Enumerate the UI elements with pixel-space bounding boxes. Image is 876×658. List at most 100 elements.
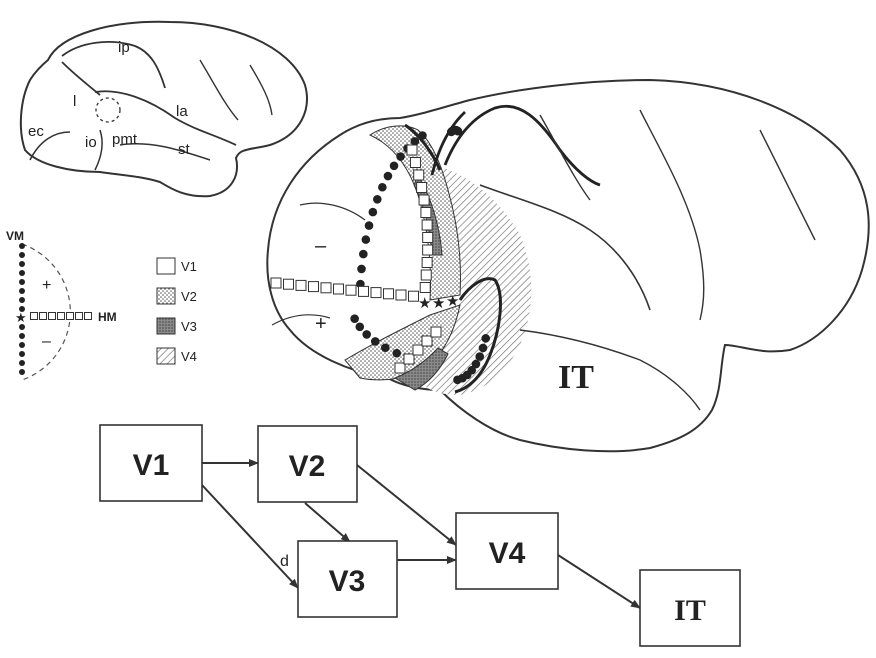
border-dot (381, 343, 390, 353)
sulcus-large-4 (759, 129, 816, 241)
vm-dot (19, 306, 25, 312)
border-dot (396, 152, 405, 161)
vm-dot (19, 342, 25, 348)
small-brain: ip l la ec io pmt st (19, 20, 308, 198)
sulcus-ip (61, 41, 166, 89)
border-square (416, 182, 428, 193)
horizontal-meridian-squares (30, 312, 92, 320)
border-square (409, 157, 421, 168)
legend-swatch-v4 (156, 347, 176, 365)
vm-dot (19, 261, 25, 267)
sulcus-la (94, 90, 237, 146)
sulcus-lip-upper (404, 123, 442, 171)
border-square (419, 282, 431, 293)
hm-square (84, 312, 92, 320)
cortex-lower-sign: + (315, 313, 327, 335)
sulcus-ec (29, 131, 71, 161)
border-square (421, 335, 433, 347)
node-v2-label: V2 (289, 450, 326, 483)
hm-square-cortex (295, 279, 307, 291)
legend-swatch-v2 (156, 287, 176, 305)
border-dot (453, 375, 462, 385)
hm-square (57, 312, 65, 320)
border-square (418, 194, 430, 206)
visual-field-diagram: VM HM + – ★ (6, 229, 117, 381)
hm-square-cortex (370, 287, 382, 299)
hm-square (66, 312, 74, 320)
sulcus-large-3 (639, 109, 705, 321)
border-dot (357, 264, 366, 274)
border-dot (373, 194, 382, 204)
node-v1-label: V1 (133, 449, 170, 482)
vm-dot (19, 333, 25, 339)
sulcus-large-1 (479, 184, 651, 311)
border-square (413, 169, 425, 181)
edge-v1-v3 (201, 484, 299, 589)
legend-label-v4: V4 (181, 349, 197, 364)
hm-square (30, 312, 38, 320)
border-square (412, 344, 424, 356)
border-dot (364, 221, 374, 230)
border-square (422, 244, 434, 256)
label-l: l (73, 93, 76, 110)
vm-dot (19, 369, 25, 375)
node-v2: V2 (257, 425, 358, 503)
border-square (420, 207, 432, 218)
hm-square (75, 312, 83, 320)
border-dot (478, 343, 488, 353)
fovea-star-icon-3: ★ (446, 293, 459, 310)
vm-dot (19, 243, 25, 249)
border-dot (355, 322, 365, 332)
sulcus-lip-lower (454, 277, 502, 394)
vm-dot (19, 297, 25, 303)
vm-dot (19, 270, 25, 276)
vm-dot (19, 288, 25, 294)
edge-label-d: d (280, 553, 289, 570)
hm-square-cortex (395, 289, 407, 301)
sulcus-large-5 (519, 329, 701, 411)
hm-square-cortex (308, 281, 319, 293)
border-dot (362, 330, 372, 339)
label-la: la (176, 103, 188, 120)
region-v4 (420, 165, 532, 395)
sulcus-sts-a (443, 105, 601, 187)
legend-label-v2: V2 (181, 289, 197, 304)
fovea-star-icon-1: ★ (418, 295, 431, 312)
visual-field-upper-sign: + (42, 277, 51, 294)
hm-square (39, 312, 47, 320)
label-ec: ec (28, 123, 44, 140)
legend-label-v1: V1 (181, 259, 197, 274)
fovea-star-icon: ★ (15, 310, 27, 325)
hm-square-cortex (333, 283, 344, 295)
legend-swatch-v1 (156, 257, 176, 275)
hm-square (48, 312, 56, 320)
border-dot (378, 182, 387, 192)
node-v4-label: V4 (489, 537, 526, 570)
visual-field-lower-sign: – (42, 333, 51, 350)
flow-diagram: d V1 V2 V3 V4 IT (99, 424, 741, 647)
sulcus-io (94, 129, 103, 171)
sulcus-large-7 (271, 314, 331, 326)
hm-label: HM (98, 310, 117, 324)
it-region-label: IT (558, 359, 594, 396)
v1-v2-border-squares (394, 144, 442, 374)
node-v4: V4 (455, 512, 559, 590)
sulcus-extra (199, 59, 239, 121)
border-square (421, 219, 433, 231)
legend-label-v3: V3 (181, 319, 197, 334)
label-st: st (178, 141, 191, 158)
border-dot (350, 314, 359, 323)
sulcus-st (119, 142, 211, 161)
border-dot (471, 359, 481, 369)
hm-square-cortex (383, 288, 394, 300)
sulcus-large-6 (299, 202, 366, 221)
vm-dot (19, 279, 25, 285)
label-ip: ip (118, 39, 130, 56)
fovea-star-icon-2: ★ (432, 295, 445, 312)
horizontal-meridian-squares-cortex (270, 277, 419, 302)
border-dot (446, 127, 456, 137)
large-brain: ★ ★ ★ – + IT (266, 78, 870, 453)
node-it: IT (639, 569, 741, 647)
hm-square-cortex (320, 282, 332, 294)
